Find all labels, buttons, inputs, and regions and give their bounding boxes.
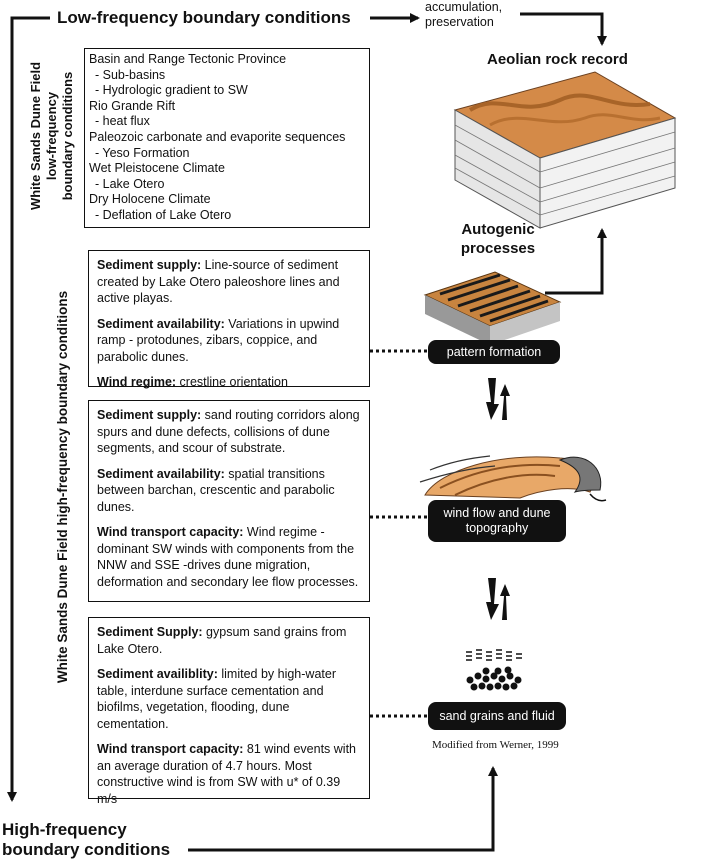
low-frequency-subitem: - Lake Otero <box>95 176 165 191</box>
box1-supply: Sediment supply: Line-source of sediment… <box>97 258 340 305</box>
low-frequency-item: Paleozoic carbonate and evaporite sequen… <box>89 129 346 144</box>
box3-supply: Sediment Supply: gypsum sand grains from… <box>97 625 347 656</box>
feedback-arrows-1 <box>486 378 510 420</box>
feedback-arrows-2 <box>486 578 510 620</box>
wind-flow-pill: wind flow and dune topography <box>428 500 566 542</box>
low-frequency-vlabel-line1: White Sands Dune Field <box>28 61 43 211</box>
autogenic-line1: Autogenic <box>461 221 535 238</box>
high-frequency-title: High-frequency boundary conditions <box>2 820 170 860</box>
accumulation-label: accumulation, preservation <box>425 0 502 30</box>
low-frequency-item: Basin and Range Tectonic Province <box>89 52 287 66</box>
low-frequency-subitem: - Deflation of Lake Otero <box>95 207 232 222</box>
box3-availability: Sediment availiblity: limited by high-wa… <box>97 667 336 731</box>
box3-wind: Wind transport capacity: 81 wind events … <box>97 742 356 806</box>
low-frequency-title: Low-frequency boundary conditions <box>57 8 351 27</box>
low-frequency-item: Wet Pleistocene Climate <box>89 161 225 176</box>
low-frequency-item: Dry Holocene Climate <box>89 192 211 207</box>
sand-grains-illustration <box>466 649 522 691</box>
arrow-to-rock-record <box>520 12 607 46</box>
arrow-to-sand-grains <box>188 766 498 852</box>
autogenic-line2: processes <box>460 240 536 257</box>
high-frequency-title-line2: boundary conditions <box>2 840 171 859</box>
pattern-block-illustration <box>423 271 562 345</box>
low-frequency-subitem: - Yeso Formation <box>95 145 190 160</box>
low-frequency-subitem: - heat flux <box>95 114 150 129</box>
low-frequency-vlabel-line2: low-frequency <box>44 91 59 181</box>
box1-availability: Sediment availability: Variations in upw… <box>97 316 340 364</box>
wind-flow-line1: wind flow and dune <box>443 506 551 520</box>
hf-box-topography: Sediment supply: sand routing corridors … <box>88 400 370 602</box>
low-frequency-item: Rio Grande Rift <box>89 98 176 113</box>
dune-topography-illustration <box>419 455 607 502</box>
low-frequency-vertical-label: White Sands Dune Field low-frequency bou… <box>28 46 76 226</box>
box2-availability: Sediment availability: spatial transitio… <box>97 466 335 514</box>
credit-text: Modified from Werner, 1999 <box>432 739 559 751</box>
box2-supply: Sediment supply: sand routing corridors … <box>97 408 360 455</box>
hf-box-pattern: Sediment supply: Line-source of sediment… <box>88 250 370 389</box>
hf-box-sand: Sediment Supply: gypsum sand grains from… <box>88 617 370 806</box>
high-frequency-vertical-label: White Sands Dune Field high-frequency bo… <box>55 290 70 684</box>
sand-grains-pill: sand grains and fluid <box>428 702 566 730</box>
high-frequency-title-line1: High-frequency <box>2 820 127 839</box>
box1-wind: Wind regime: crestline orientation <box>97 375 288 389</box>
pattern-formation-pill: pattern formation <box>428 340 560 364</box>
rock-record-illustration <box>453 71 677 229</box>
aeolian-rock-record-title: Aeolian rock record <box>487 51 628 68</box>
accumulation-line1: accumulation, <box>425 0 503 14</box>
left-loop-line <box>7 16 50 802</box>
arrow-up-to-rock-record <box>545 228 607 295</box>
box2-wind: Wind transport capacity: Wind regime - d… <box>97 525 359 589</box>
low-frequency-list: Basin and Range Tectonic Province- Sub-b… <box>84 48 370 228</box>
low-frequency-vlabel-line3: boundary conditions <box>60 71 75 201</box>
autogenic-processes-label: Autogenic processes <box>450 220 546 258</box>
wind-flow-line2: topography <box>465 521 529 535</box>
low-frequency-subitem: - Hydrologic gradient to SW <box>95 83 248 98</box>
accumulation-line2: preservation <box>425 15 494 29</box>
low-frequency-subitem: - Sub-basins <box>95 67 166 82</box>
